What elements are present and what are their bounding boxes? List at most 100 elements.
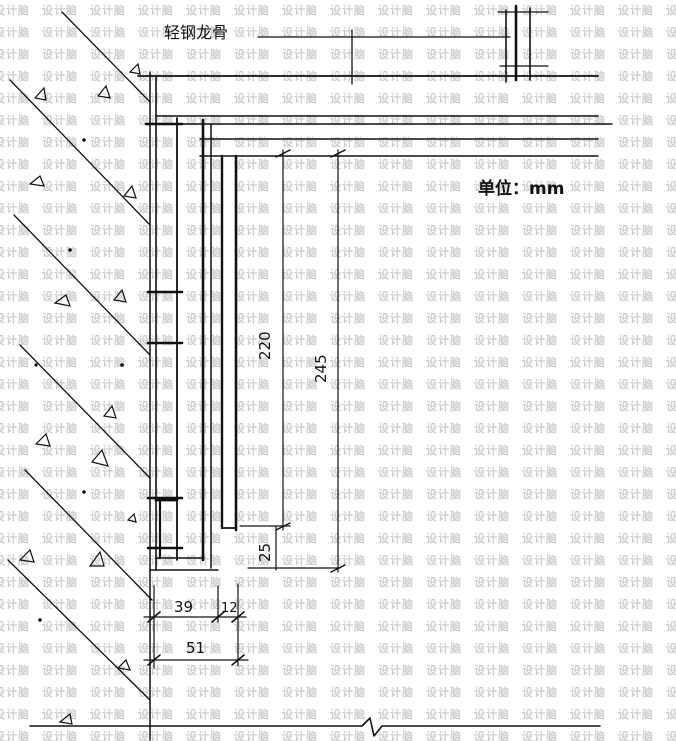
watermark-text: 设计脑 [474, 268, 510, 281]
watermark-text: 设计脑 [234, 312, 270, 325]
watermark-text: 设计脑 [474, 708, 510, 721]
watermark-text: 设计脑 [474, 576, 510, 589]
watermark-text: 设计脑 [666, 224, 676, 237]
watermark-text: 设计脑 [186, 26, 222, 39]
watermark-text: 设计脑 [42, 26, 78, 39]
watermark-text: 设计脑 [570, 642, 606, 655]
watermark-text: 设计脑 [426, 488, 462, 501]
dim-245-label: 245 [312, 354, 330, 383]
watermark-text: 设计脑 [234, 224, 270, 237]
watermark-text: 设计脑 [666, 620, 676, 633]
watermark-text: 设计脑 [42, 70, 78, 83]
watermark-text: 设计脑 [570, 664, 606, 677]
watermark-text: 设计脑 [186, 620, 222, 633]
watermark-text: 设计脑 [666, 400, 676, 413]
watermark-text: 设计脑 [522, 224, 558, 237]
watermark-text: 设计脑 [474, 290, 510, 303]
watermark-text: 设计脑 [618, 158, 654, 171]
watermark-text: 设计脑 [522, 488, 558, 501]
watermark-text: 设计脑 [0, 356, 30, 369]
watermark-text: 设计脑 [282, 400, 318, 413]
watermark-text: 设计脑 [42, 400, 78, 413]
watermark-text: 设计脑 [666, 378, 676, 391]
watermark-text: 设计脑 [282, 48, 318, 61]
watermark-text: 设计脑 [426, 620, 462, 633]
watermark-text: 设计脑 [0, 400, 30, 413]
watermark-text: 设计脑 [378, 312, 414, 325]
watermark-text: 设计脑 [522, 554, 558, 567]
watermark-text: 设计脑 [570, 620, 606, 633]
watermark-text: 设计脑 [666, 48, 676, 61]
concrete-wall [7, 11, 153, 725]
watermark-text: 设计脑 [426, 334, 462, 347]
watermark-text: 设计脑 [618, 708, 654, 721]
watermark-text: 设计脑 [282, 334, 318, 347]
ceiling-plates [137, 75, 613, 157]
watermark-text: 设计脑 [234, 334, 270, 347]
watermark-text: 设计脑 [330, 400, 366, 413]
watermark-text: 设计脑 [42, 224, 78, 237]
watermark-text: 设计脑 [522, 466, 558, 479]
watermark-text: 设计脑 [666, 158, 676, 171]
watermark-text: 设计脑 [426, 444, 462, 457]
watermark-text: 设计脑 [90, 708, 126, 721]
watermark-text: 设计脑 [666, 554, 676, 567]
watermark-text: 设计脑 [234, 642, 270, 655]
watermark-text: 设计脑 [474, 334, 510, 347]
watermark-text: 设计脑 [282, 642, 318, 655]
watermark-text: 设计脑 [234, 180, 270, 193]
watermark-text: 设计脑 [42, 334, 78, 347]
watermark-text: 设计脑 [282, 510, 318, 523]
watermark-text: 设计脑 [0, 576, 30, 589]
watermark-text: 设计脑 [426, 708, 462, 721]
watermark-text: 设计脑 [234, 48, 270, 61]
watermark-text: 设计脑 [42, 708, 78, 721]
watermark-text: 设计脑 [474, 466, 510, 479]
watermark-text: 设计脑 [186, 642, 222, 655]
watermark-text: 设计脑 [234, 26, 270, 39]
watermark-text: 设计脑 [378, 730, 414, 741]
watermark-text: 设计脑 [90, 246, 126, 259]
watermark-text: 设计脑 [378, 26, 414, 39]
watermark-text: 设计脑 [234, 268, 270, 281]
watermark-text: 设计脑 [378, 400, 414, 413]
watermark-text: 设计脑 [666, 92, 676, 105]
watermark-text: 设计脑 [330, 488, 366, 501]
watermark-text: 设计脑 [234, 532, 270, 545]
watermark-text: 设计脑 [522, 180, 558, 193]
watermark-text: 设计脑 [522, 532, 558, 545]
watermark-text: 设计脑 [0, 444, 30, 457]
watermark-text: 设计脑 [90, 378, 126, 391]
watermark-text: 设计脑 [138, 730, 174, 741]
watermark-text: 设计脑 [378, 686, 414, 699]
watermark-text: 设计脑 [618, 730, 654, 741]
watermark-text: 设计脑 [618, 686, 654, 699]
watermark-text: 设计脑 [570, 334, 606, 347]
watermark-text: 设计脑 [378, 466, 414, 479]
watermark-text: 设计脑 [426, 92, 462, 105]
watermark-text: 设计脑 [426, 576, 462, 589]
watermark-text: 设计脑 [282, 180, 318, 193]
watermark-text: 设计脑 [282, 224, 318, 237]
watermark-text: 设计脑 [282, 290, 318, 303]
watermark-text: 设计脑 [90, 510, 126, 523]
keel-profile [497, 4, 549, 83]
watermark-text: 设计脑 [90, 466, 126, 479]
watermark-text: 设计脑 [330, 246, 366, 259]
watermark-text: 设计脑 [426, 4, 462, 17]
watermark-text: 设计脑 [138, 686, 174, 699]
watermark-text: 设计脑 [90, 488, 126, 501]
watermark-text: 设计脑 [426, 466, 462, 479]
watermark-text: 设计脑 [474, 356, 510, 369]
watermark-text: 设计脑 [378, 532, 414, 545]
watermark-text: 设计脑 [378, 290, 414, 303]
watermark-text: 设计脑 [42, 92, 78, 105]
watermark-text: 设计脑 [330, 202, 366, 215]
watermark-text: 设计脑 [666, 730, 676, 741]
watermark-text: 设计脑 [0, 180, 30, 193]
watermark-text: 设计脑 [330, 730, 366, 741]
watermark-text: 设计脑 [474, 642, 510, 655]
watermark-text: 设计脑 [570, 378, 606, 391]
watermark-text: 设计脑 [330, 158, 366, 171]
watermark-text: 设计脑 [42, 686, 78, 699]
